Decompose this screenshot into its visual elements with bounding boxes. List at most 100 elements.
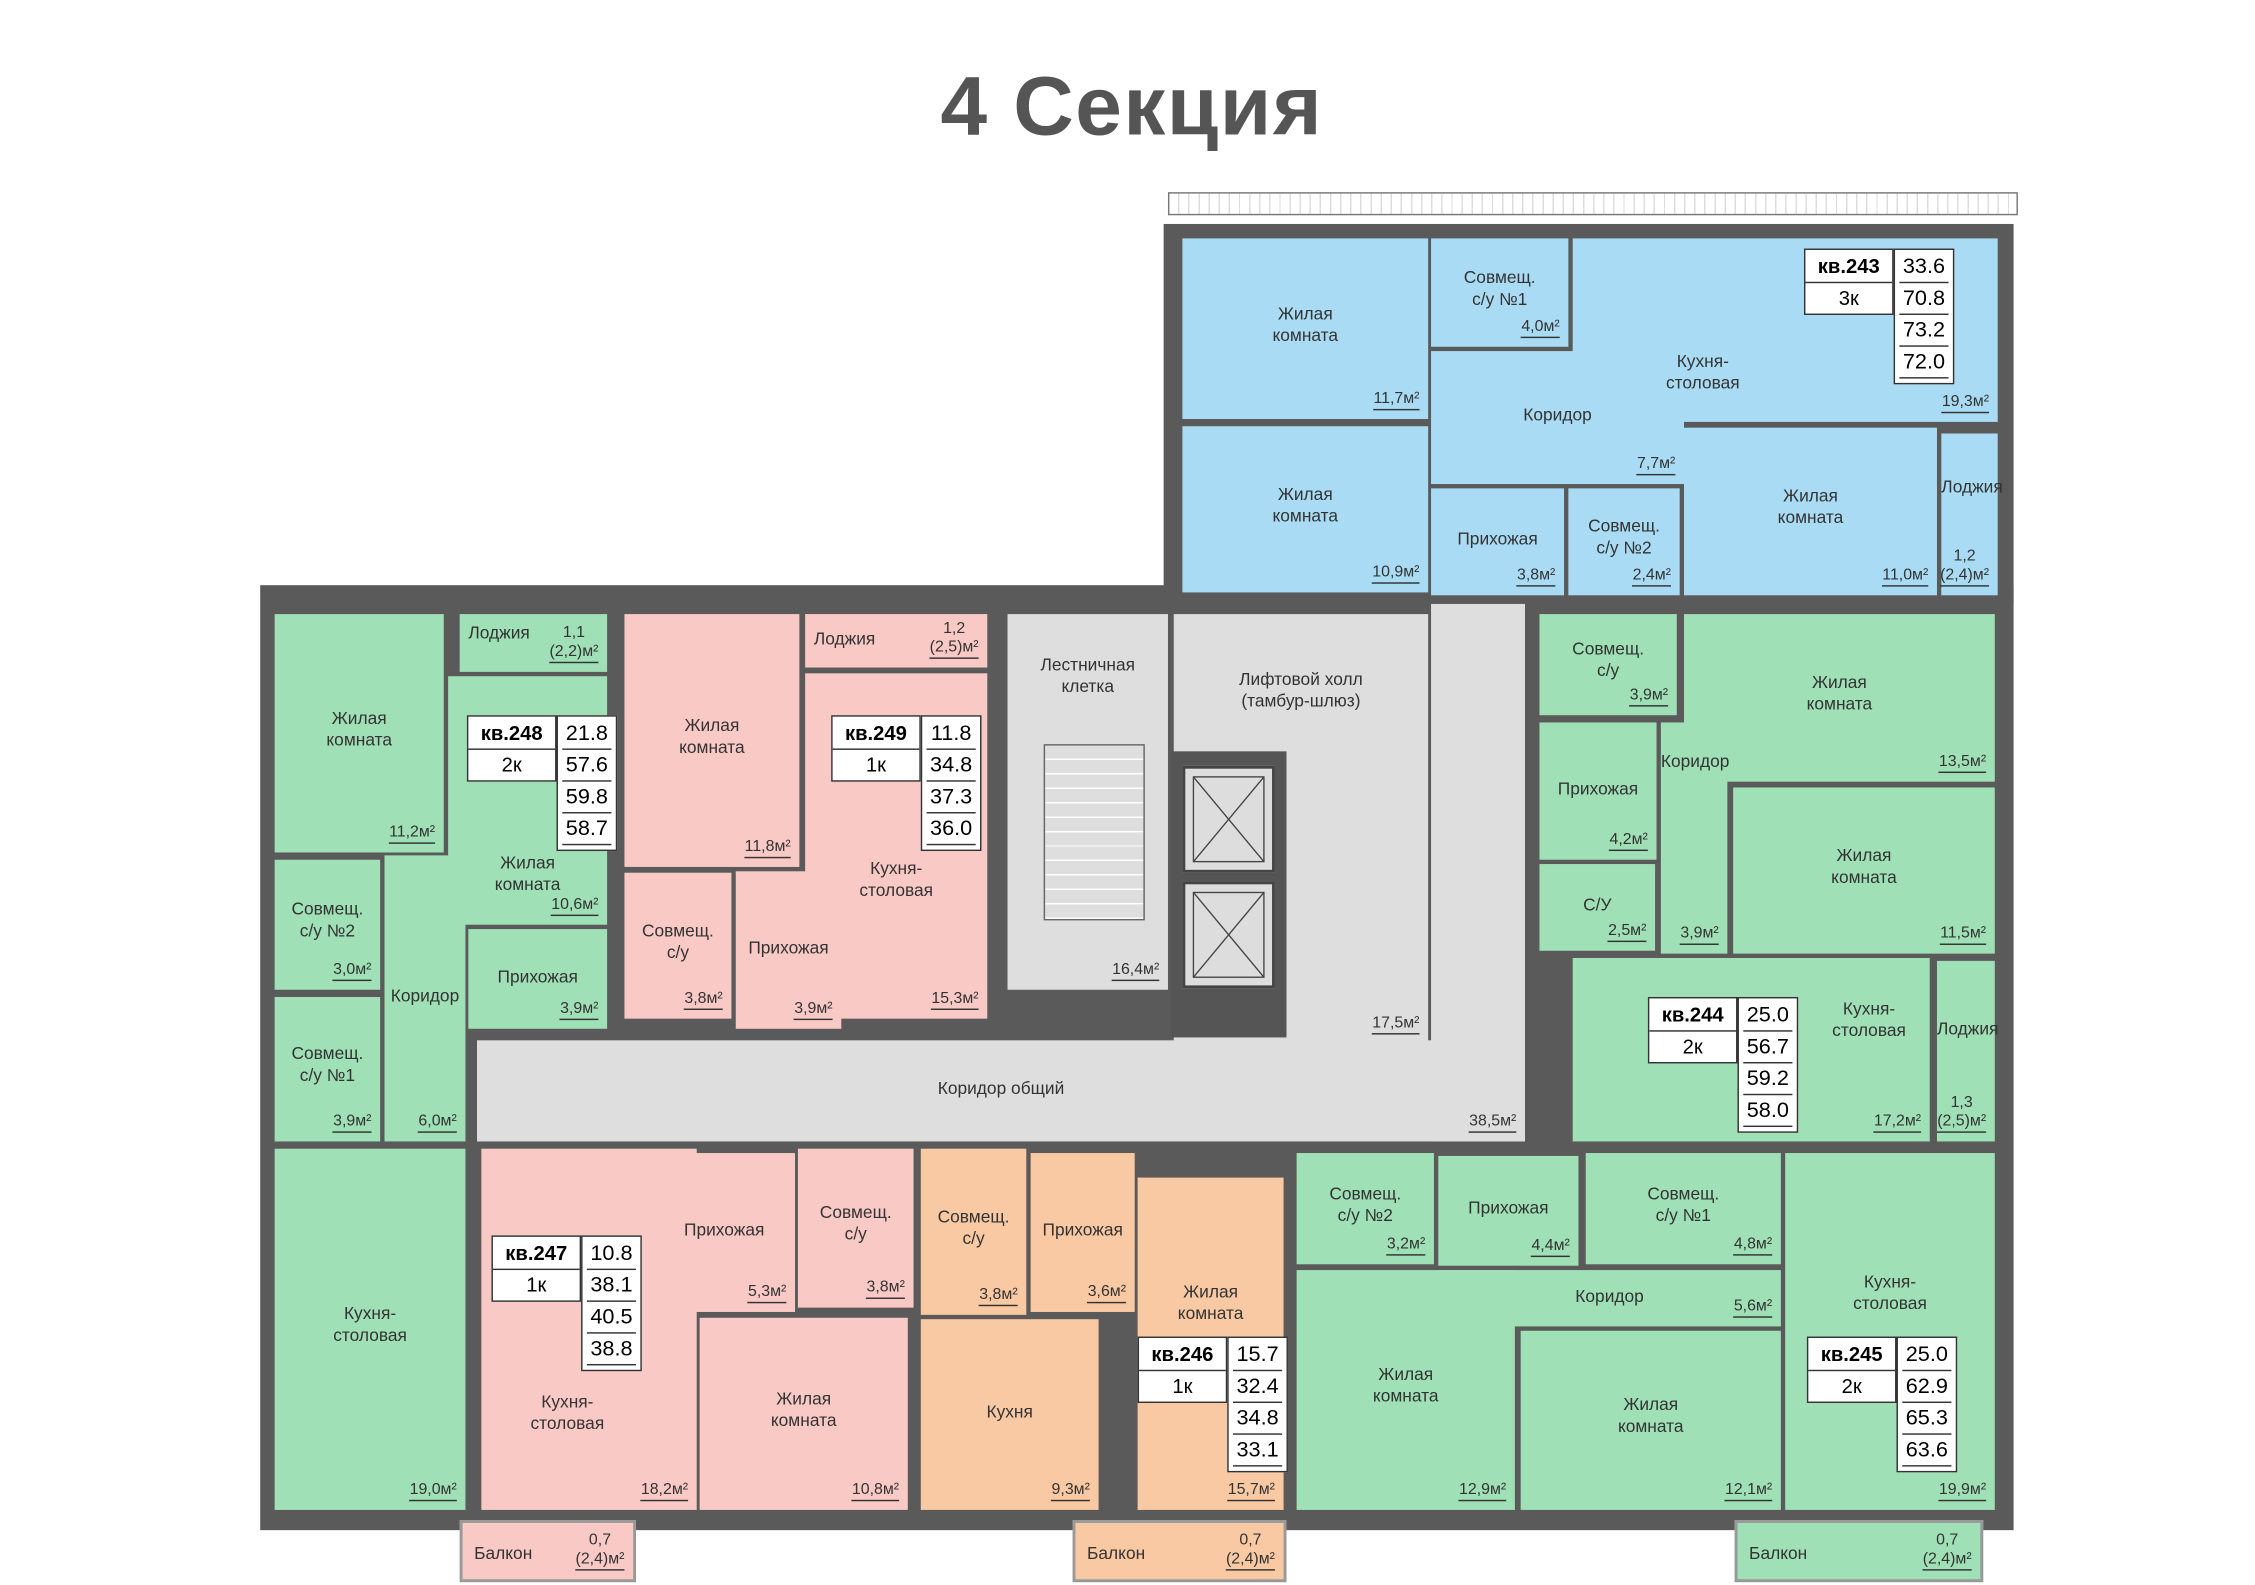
room-area: 10,6м² (551, 896, 599, 917)
section-title: 4 Секция (940, 59, 1324, 154)
room-name: Прихожая (1457, 528, 1538, 550)
room-area: 3,8м² (979, 1286, 1018, 1307)
room-name: Жилая комната (1777, 485, 1844, 528)
room-name: Совмещ. с/у №2 (1329, 1182, 1402, 1225)
room-name: Совмещ. с/у №2 (1588, 515, 1660, 558)
room-area: 19,9м² (1938, 1481, 1987, 1502)
room-area: 3,9м² (794, 1000, 833, 1021)
room-area: 38,5м² (1469, 1113, 1517, 1133)
area-value: 38.8 (586, 1335, 637, 1366)
room-area: 11,8м² (744, 838, 791, 859)
room-name: Жилая комната (1617, 1394, 1684, 1437)
area-value: 62.9 (1902, 1373, 1952, 1403)
room-name: Балкон (1749, 1543, 1808, 1564)
room[interactable]: Жилая комната 11,8м² (624, 614, 800, 867)
room-name: Коридор (1523, 404, 1592, 425)
room-area: 3,0м² (333, 961, 372, 982)
room-area: 0,7 (2,4)м² (1922, 1532, 1972, 1571)
room-name: Коридор (1660, 751, 1730, 772)
room-name: Жилая комната (679, 714, 745, 757)
apartment-number: кв.247 (492, 1237, 580, 1270)
room-name: Жилая комната (770, 1387, 837, 1430)
area-value: 59.2 (1743, 1065, 1793, 1096)
room[interactable]: Коридор 3,9м² (1660, 722, 1730, 954)
apartment-type: 2к (1841, 1374, 1862, 1398)
room-area: 4,8м² (1733, 1235, 1773, 1256)
room-name: Совмещ. с/у №2 (291, 898, 364, 941)
apartment-number: кв.246 (1139, 1338, 1226, 1371)
area-value: 36.0 (926, 815, 976, 846)
room-name: Прихожая (1042, 1219, 1123, 1240)
room-area: 3,9м² (333, 1113, 372, 1133)
room-name: Совмещ. с/у (1572, 638, 1645, 681)
room-area: 15,3м² (931, 990, 979, 1010)
room-area: 10,9м² (1372, 564, 1420, 584)
room[interactable]: Кухня- столовая 19,0м² (274, 1148, 466, 1510)
elevator-icon (1182, 765, 1275, 873)
room[interactable]: Балкон 0,7 (2,4)м² (1734, 1520, 1984, 1583)
room-name: Кухня- столовая (1665, 351, 1740, 394)
room-area: 11,5м² (1940, 925, 1987, 945)
room-name: Кухня- столовая (1832, 998, 1906, 1041)
room-name: Кухня- столовая (333, 1303, 407, 1346)
room[interactable]: Совмещ. с/у 3,8м² (920, 1148, 1027, 1315)
room-area: 3,9м² (1680, 925, 1719, 945)
room[interactable]: Совмещ. с/у №2 3,0м² (274, 859, 381, 990)
room-name: Лоджия (1936, 1018, 1999, 1039)
room-area: 19,0м² (409, 1481, 457, 1502)
area-value: 65.3 (1902, 1404, 1952, 1435)
room-area: 13,5м² (1938, 753, 1987, 774)
staircase-icon (1043, 744, 1145, 921)
area-value: 40.5 (586, 1303, 637, 1334)
room-name: С/У (1583, 894, 1612, 915)
room-name: Совмещ. с/у (937, 1205, 1010, 1248)
